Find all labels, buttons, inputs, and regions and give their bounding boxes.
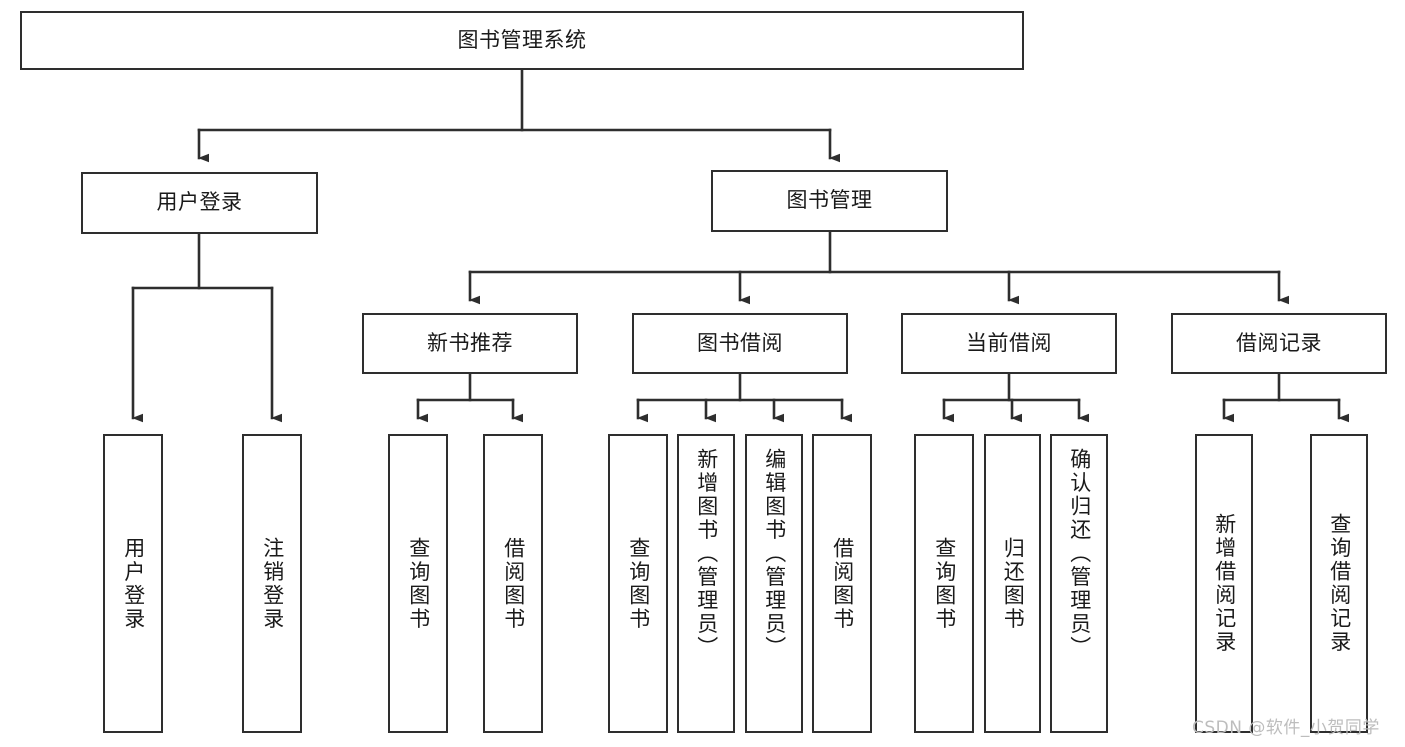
node-label: 新书推荐 (427, 330, 513, 355)
node-label: 确认归还（管理员） (1067, 448, 1092, 660)
node-label: 图书管理 (786, 188, 873, 213)
leaf-confirm-return-admin[interactable]: 确认归还（管理员） (1050, 434, 1108, 733)
leaf-borrow-book-recommend[interactable]: 借阅图书 (483, 434, 543, 733)
leaf-query-borrow-record[interactable]: 查询借阅记录 (1310, 434, 1368, 733)
node-label: 查询图书 (406, 536, 431, 631)
node-label: 当前借阅 (966, 330, 1052, 355)
node-label: 图书借阅 (697, 330, 783, 355)
node-label: 新增图书（管理员） (694, 448, 719, 660)
leaf-borrow-book[interactable]: 借阅图书 (812, 434, 872, 733)
leaf-query-book-borrow[interactable]: 查询图书 (608, 434, 668, 733)
node-label: 新增借阅记录 (1212, 513, 1237, 654)
leaf-add-book-admin[interactable]: 新增图书（管理员） (677, 434, 735, 733)
node-label: 查询图书 (626, 536, 651, 631)
node-label: 借阅图书 (830, 536, 855, 631)
node-user-login[interactable]: 用户登录 (81, 172, 318, 234)
node-label: 注销登录 (260, 536, 285, 631)
node-new-book-recommend[interactable]: 新书推荐 (362, 313, 578, 374)
leaf-logout[interactable]: 注销登录 (242, 434, 302, 733)
node-book-management[interactable]: 图书管理 (711, 170, 948, 232)
node-current-borrow[interactable]: 当前借阅 (901, 313, 1117, 374)
leaf-query-book-current[interactable]: 查询图书 (914, 434, 974, 733)
node-label: 借阅图书 (501, 536, 526, 631)
node-label: 查询图书 (932, 536, 957, 631)
leaf-add-borrow-record[interactable]: 新增借阅记录 (1195, 434, 1253, 733)
leaf-query-book-recommend[interactable]: 查询图书 (388, 434, 448, 733)
leaf-return-book[interactable]: 归还图书 (984, 434, 1041, 733)
node-label: 图书管理系统 (457, 27, 587, 52)
node-label: 借阅记录 (1236, 330, 1322, 355)
watermark: CSDN @软件_小贺同学 (1192, 718, 1380, 738)
node-root-system[interactable]: 图书管理系统 (20, 11, 1024, 70)
node-label: 用户登录 (156, 190, 243, 215)
node-book-borrow[interactable]: 图书借阅 (632, 313, 848, 374)
leaf-edit-book-admin[interactable]: 编辑图书（管理员） (745, 434, 803, 733)
node-label: 用户登录 (121, 536, 146, 631)
node-label: 查询借阅记录 (1327, 513, 1352, 654)
node-label: 编辑图书（管理员） (762, 448, 787, 660)
node-borrow-record[interactable]: 借阅记录 (1171, 313, 1387, 374)
node-label: 归还图书 (1001, 536, 1026, 631)
leaf-user-login[interactable]: 用户登录 (103, 434, 163, 733)
